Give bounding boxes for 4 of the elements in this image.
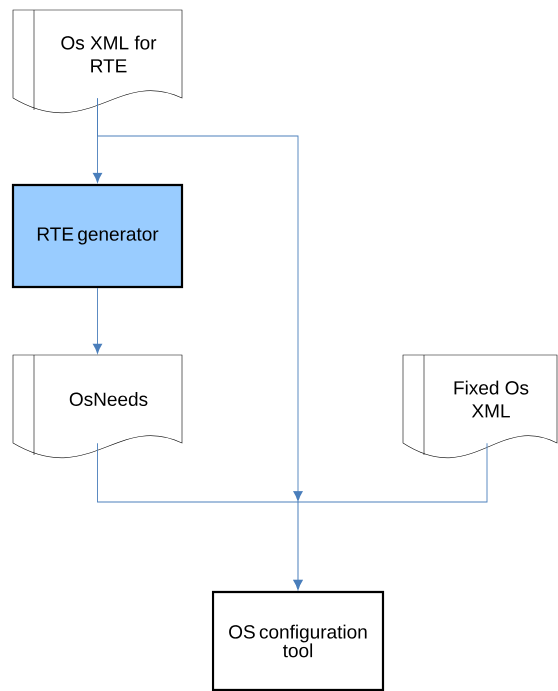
arrow — [293, 442, 488, 590]
arrow — [92, 288, 102, 354]
process-box: OS configuration tool — [212, 590, 384, 691]
process-box: RTE generator — [12, 184, 184, 288]
